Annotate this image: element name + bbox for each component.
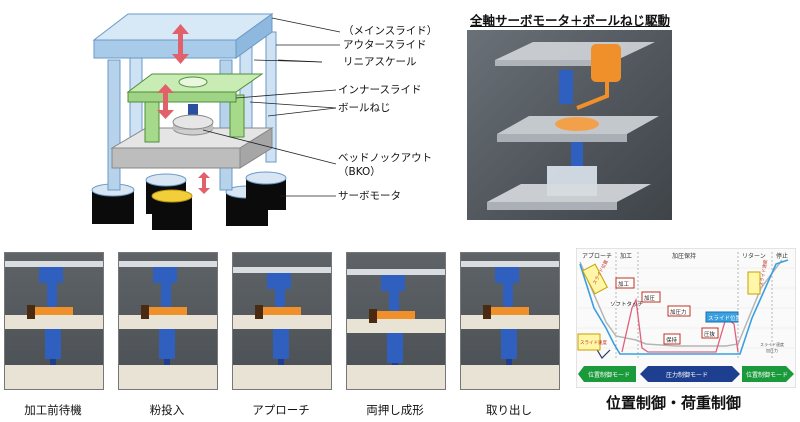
anno-soft-touch: ソフトタッチ <box>610 300 643 308</box>
anno-slide-speed: スライド速度 <box>580 339 607 346</box>
leader-lines <box>202 17 341 197</box>
mode-position-left: 位置制御モード <box>588 371 630 379</box>
press-diagram <box>91 13 341 230</box>
control-chart: アプローチ 加工 加圧保持 リターン 停止 スライド位置 加工 ソフトタッチ 加… <box>576 248 796 388</box>
step-panel <box>346 252 446 390</box>
label-inner-slide: インナースライド <box>338 84 422 96</box>
anno-hold: 保持 <box>666 336 678 344</box>
phase-process: 加工 <box>620 252 632 260</box>
label-servo-motor: サーボモータ <box>338 190 401 202</box>
render-image <box>467 30 672 220</box>
label-ball-screw: ボールねじ <box>338 102 391 114</box>
mode-pressure: 圧力制御モード <box>666 371 708 379</box>
motion-arrows <box>157 24 210 194</box>
mode-position-right: 位置制御モード <box>746 371 788 379</box>
anno-pressure-increase: 加圧 <box>644 294 656 302</box>
legend-force: 加圧力 <box>766 347 778 353</box>
phase-return: リターン <box>742 252 766 260</box>
step-panel <box>118 252 218 390</box>
step-panel <box>460 252 560 390</box>
anno-return-pressure: 圧抜 <box>704 330 716 338</box>
anno-vert-right: スライド速度 <box>758 259 770 287</box>
anno-slide-position: スライド位置 <box>708 314 742 322</box>
step-caption: 取り出し <box>486 403 532 417</box>
step-panel <box>232 252 332 390</box>
legend-slide-speed: スライド速度 <box>760 341 784 347</box>
step-caption: アプローチ <box>252 403 310 417</box>
step-panel <box>4 252 104 390</box>
slide-position-line <box>579 259 783 347</box>
inner-slide <box>126 73 264 143</box>
label-outer-slide: アウタースライド <box>343 39 427 51</box>
label-main-slide: （メインスライド） <box>343 25 438 37</box>
phase-stop: 停止 <box>776 252 788 260</box>
step-caption: 加工前待機 <box>24 403 82 417</box>
slide-speed-line <box>579 259 789 355</box>
anno-pressure-force: 加圧力 <box>670 308 687 316</box>
phase-pressure-hold: 加圧保持 <box>672 252 696 260</box>
mode-bar: 位置制御モード 圧力制御モード 位置制御モード <box>578 366 794 382</box>
chart-caption: 位置制御・荷重制御 <box>606 394 742 412</box>
servo-motors <box>91 171 287 230</box>
label-bko-abbr: （BKO） <box>338 166 381 178</box>
step-caption: 両押し成形 <box>366 403 424 417</box>
step-caption: 粉投入 <box>149 403 185 417</box>
render-title: 全軸サーボモータ＋ボールねじ駆動 <box>470 13 671 28</box>
phase-approach: アプローチ <box>582 253 612 260</box>
anno-process: 加工 <box>618 280 630 288</box>
label-linear-scale: リニアスケール <box>343 56 417 68</box>
label-bko: ベッドノックアウト <box>338 152 433 164</box>
